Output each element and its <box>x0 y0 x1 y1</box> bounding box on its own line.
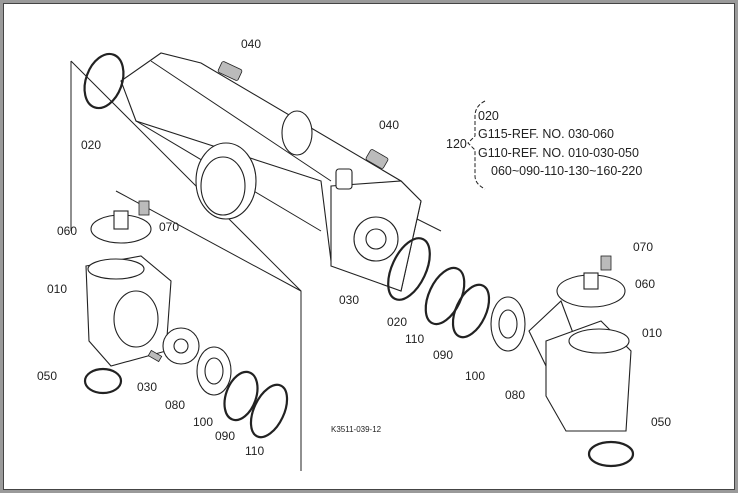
label-040: 040 <box>241 37 261 51</box>
reference-note: 120 020 G115-REF. NO. 030-060 G110-REF. … <box>446 100 642 190</box>
note-line: G110-REF. NO. 010-030-050 <box>478 146 639 160</box>
plug-040-top <box>217 61 243 81</box>
oil-seal-050-right <box>587 440 635 468</box>
label-060: 060 <box>57 224 77 238</box>
label-050: 050 <box>651 415 671 429</box>
label-110: 110 <box>405 332 424 346</box>
label-030: 030 <box>137 380 157 394</box>
label-070: 070 <box>633 240 653 254</box>
note-line: G115-REF. NO. 030-060 <box>478 127 614 141</box>
o-ring-020-top <box>83 52 125 110</box>
oil-seal-050-left <box>83 367 123 395</box>
label-050: 050 <box>37 369 57 383</box>
exploded-parts-drawing: 040 020 040 070 060 010 050 030 080 100 … <box>37 37 671 471</box>
label-080: 080 <box>505 388 525 402</box>
plug-040-mid <box>365 149 389 169</box>
label-030: 030 <box>339 293 359 307</box>
part-labels: 040 020 040 070 060 010 050 030 080 100 … <box>37 37 671 458</box>
note-line: 060~090-110-130~160-220 <box>491 164 642 178</box>
label-020: 020 <box>387 315 407 329</box>
label-110: 110 <box>245 444 264 458</box>
note-ref-number: 120 <box>446 137 467 151</box>
label-090: 090 <box>433 348 453 362</box>
o-ring-020-mid <box>387 237 431 301</box>
right-gear-case <box>424 255 635 468</box>
label-090: 090 <box>215 429 235 443</box>
parts-diagram: 040 020 040 070 060 010 050 030 080 100 … <box>3 3 735 490</box>
label-010: 010 <box>642 326 662 340</box>
note-line: 020 <box>478 109 499 123</box>
label-080: 080 <box>165 398 185 412</box>
label-010: 010 <box>47 282 67 296</box>
axle-tube-housing <box>120 52 422 292</box>
label-070: 070 <box>159 220 179 234</box>
label-100: 100 <box>193 415 213 429</box>
drawing-code: K3511-039-12 <box>331 425 382 434</box>
label-060: 060 <box>635 277 655 291</box>
label-020: 020 <box>81 138 101 152</box>
label-040: 040 <box>379 118 399 132</box>
label-100: 100 <box>465 369 485 383</box>
left-gear-case <box>83 200 289 439</box>
